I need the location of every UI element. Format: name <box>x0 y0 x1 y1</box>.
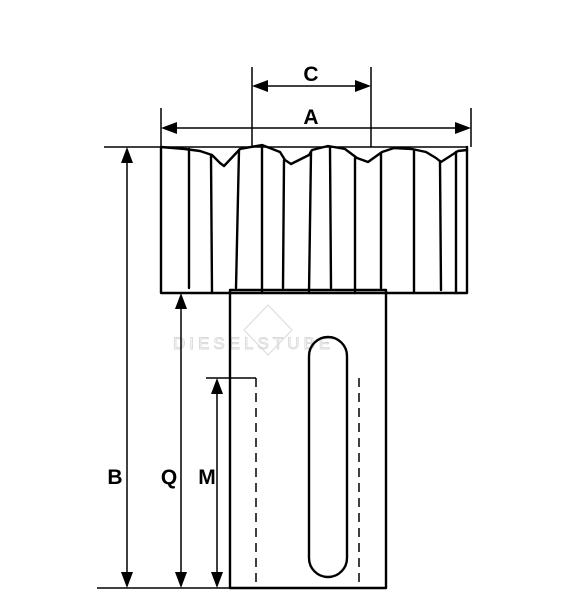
dimension-b-label: B <box>107 466 122 489</box>
dimension-q: Q <box>161 293 187 588</box>
dimension-m: M <box>198 377 256 588</box>
shaft <box>228 288 388 590</box>
shaft-slot <box>307 335 349 579</box>
watermark-text: DIESELSTUBE <box>173 334 334 353</box>
dimension-b: B <box>104 146 161 588</box>
dimension-q-label: Q <box>161 466 177 489</box>
dimension-a: A <box>160 106 472 147</box>
dimension-a-label: A <box>303 106 318 129</box>
dimension-m-label: M <box>198 466 216 489</box>
dimension-c: C <box>251 63 372 147</box>
dimension-c-label: C <box>303 63 318 86</box>
watermark: DIESELSTUBE <box>173 304 334 356</box>
gear-head <box>159 143 469 295</box>
